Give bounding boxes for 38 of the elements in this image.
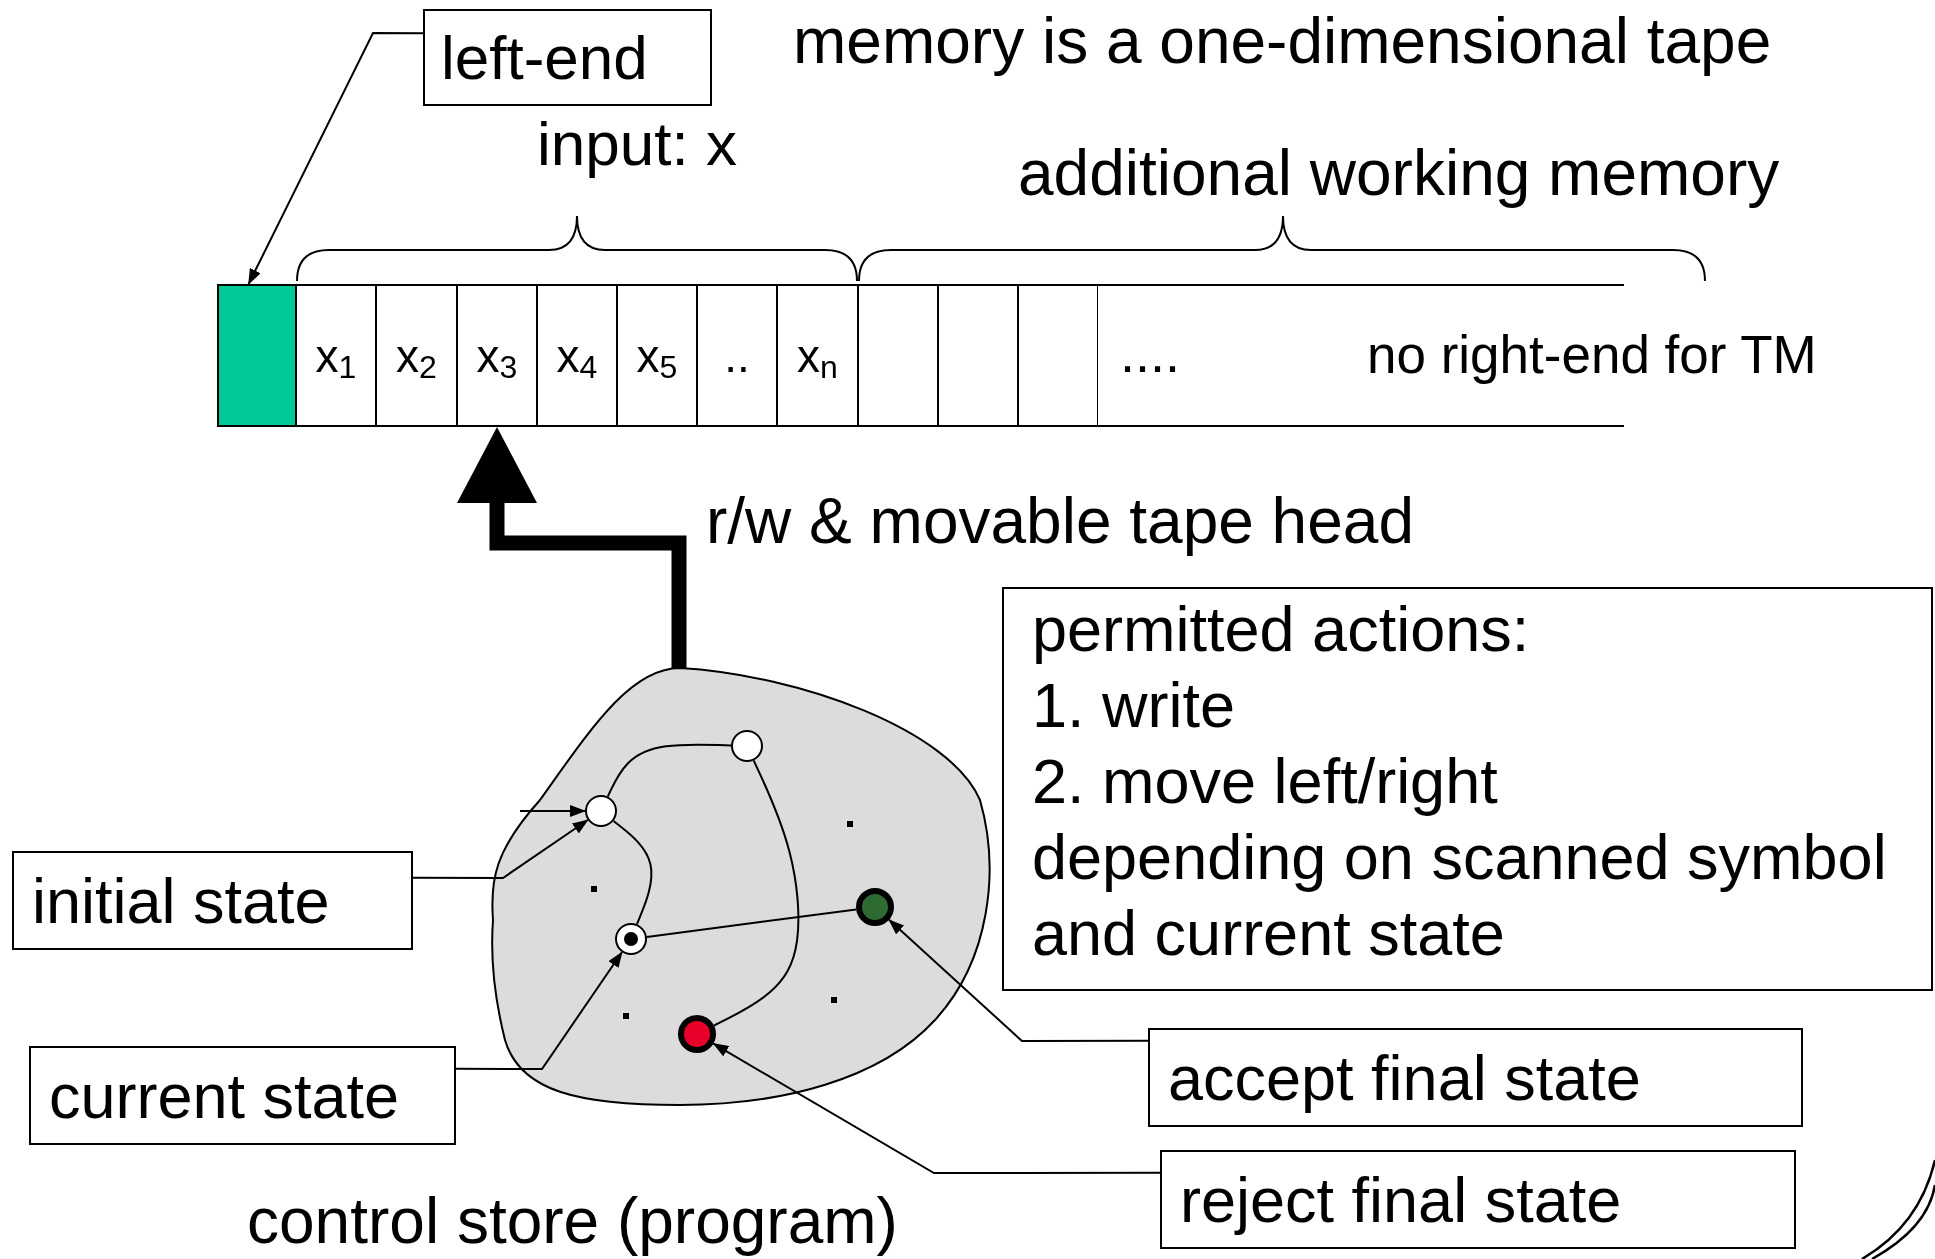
tape-cell: x$_{1}$ bbox=[296, 284, 376, 427]
leader-line bbox=[888, 918, 1149, 1042]
tape-head-arrow bbox=[457, 427, 687, 668]
text-box bbox=[1002, 587, 1933, 991]
edge-label: r/w & movable tape head bbox=[706, 484, 1414, 558]
leader-line bbox=[412, 819, 589, 879]
callout-box: reject final state bbox=[1160, 1150, 1796, 1249]
transition-line bbox=[606, 743, 732, 798]
tape-cell: .. bbox=[697, 284, 777, 427]
transition-line bbox=[713, 759, 800, 1027]
transition-line bbox=[612, 819, 653, 926]
leader-line bbox=[455, 951, 623, 1070]
text-label: memory is a one-dimensional tape bbox=[793, 4, 1772, 78]
tape-cell bbox=[938, 284, 1018, 427]
tape-cell: x$_{5}$ bbox=[617, 284, 697, 427]
caption-text: control store (program) bbox=[247, 1184, 898, 1258]
text-label: no right-end for TM bbox=[1367, 324, 1817, 385]
callout-box: left-end bbox=[423, 9, 712, 106]
text-line: 2. move left/right bbox=[1032, 745, 1499, 818]
tape-cell: x$_{2}$ bbox=[376, 284, 457, 427]
tape-cell bbox=[1018, 284, 1098, 427]
tape-cell: x$_{3}$ bbox=[457, 284, 537, 427]
left-end-cell bbox=[217, 284, 296, 427]
text-label: .... bbox=[1120, 322, 1180, 384]
callout-box: initial state bbox=[12, 851, 413, 950]
transition-line bbox=[645, 908, 858, 938]
tape-cell: x$_{4}$ bbox=[537, 284, 617, 427]
callout-box: current state bbox=[29, 1046, 456, 1145]
text-line: 1. write bbox=[1032, 669, 1237, 742]
text-line: permitted actions: bbox=[1032, 593, 1531, 666]
tape-cell bbox=[858, 284, 938, 427]
text-line: depending on scanned symbol and current state bbox=[1032, 821, 1888, 970]
leader-line bbox=[247, 32, 424, 285]
start-arrow bbox=[519, 805, 586, 817]
text-label: input: x bbox=[537, 108, 737, 179]
leader-line bbox=[712, 1042, 1161, 1174]
text-label: additional working memory bbox=[1018, 136, 1780, 210]
callout-box: accept final state bbox=[1148, 1028, 1803, 1127]
